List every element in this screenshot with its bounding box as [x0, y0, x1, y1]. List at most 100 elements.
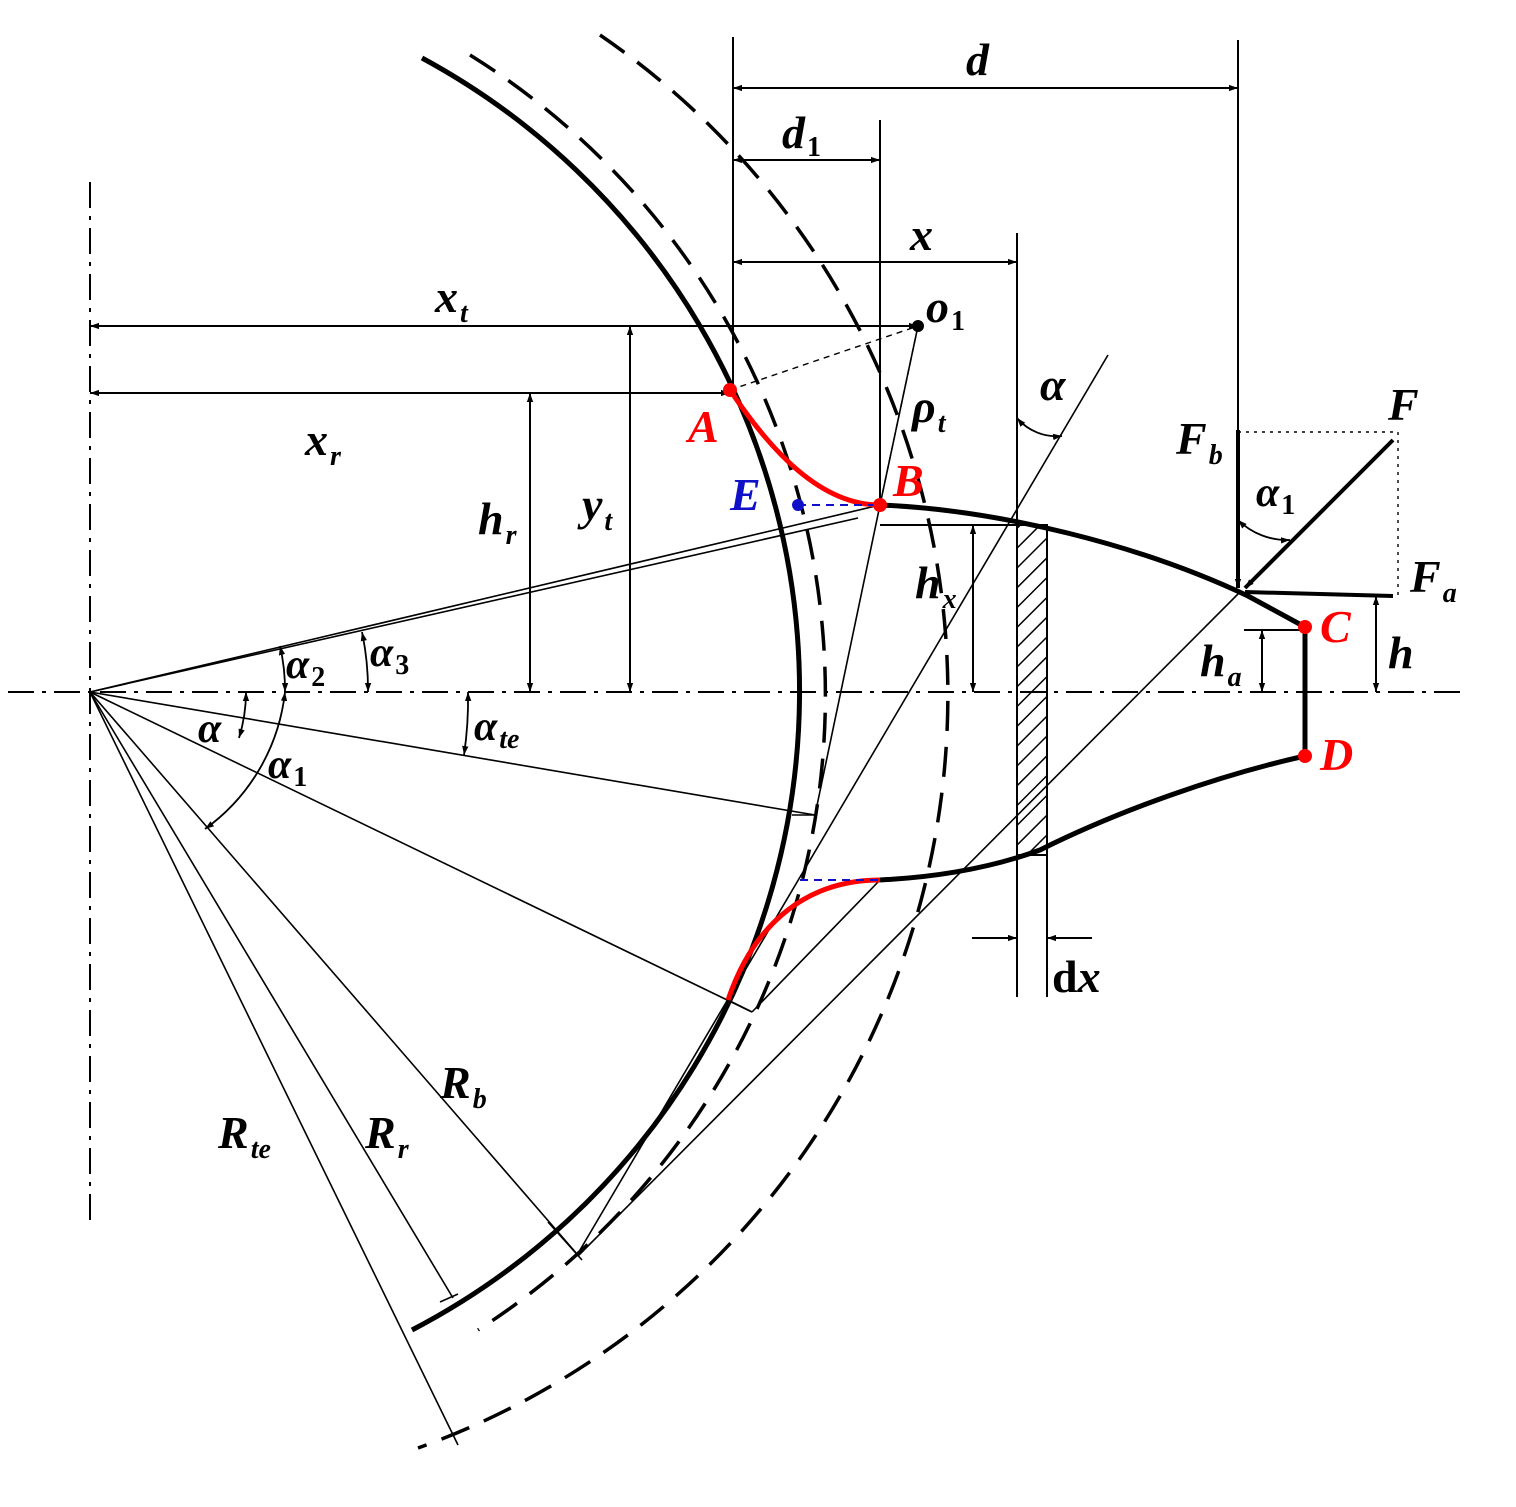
force-F-arrow: [1243, 438, 1395, 590]
label-D: D: [1319, 729, 1353, 780]
force-vectors: [1234, 430, 1395, 598]
force-Fa-line: [1244, 590, 1394, 598]
label-rho-main: ρ: [910, 381, 936, 432]
lower-profile-link: [751, 879, 881, 1013]
label-d1-sub: 1: [807, 132, 821, 163]
label-alpha-te: αte: [474, 704, 519, 755]
force-guides: [1238, 431, 1399, 596]
label-hr: hr: [478, 493, 518, 551]
label-hr-main: h: [478, 493, 504, 544]
arc-alpha1: [204, 691, 288, 830]
radius-to-b-b: [89, 517, 859, 693]
radius-rte: [89, 691, 459, 1446]
point-D: [1298, 749, 1312, 763]
label-alpha3-sub: 3: [395, 650, 409, 681]
label-alpha1: α1: [268, 742, 307, 793]
label-d1-main: d: [782, 107, 806, 158]
label-Rte-main: R: [217, 1107, 249, 1158]
label-Fb: Fb: [1175, 413, 1223, 471]
label-xr-sub: r: [330, 441, 342, 472]
label-C: C: [1320, 601, 1352, 652]
label-alpha1-force: α1: [1256, 470, 1295, 521]
arc-alpha-pressure: [1016, 417, 1063, 441]
a-o1-dashed: [729, 325, 919, 391]
label-Rte-sub: te: [251, 1134, 271, 1165]
pressure-line-alpha: [579, 354, 1109, 1251]
label-yt: yt: [577, 479, 613, 537]
label-alpha2: α2: [286, 642, 325, 693]
label-xr-main: x: [304, 414, 328, 465]
lower-profile-tick: [727, 999, 753, 1013]
point-C: [1298, 620, 1312, 634]
label-F: F: [1387, 379, 1419, 430]
label-ha-main: h: [1200, 635, 1226, 686]
center-lines: [8, 182, 1468, 1225]
label-hx: hx: [915, 557, 957, 615]
point-o1: [912, 320, 924, 332]
label-Fa-main: F: [1409, 551, 1441, 602]
label-E: E: [729, 469, 761, 520]
label-o1-sub: 1: [951, 306, 965, 337]
label-Rr-sub: r: [398, 1134, 410, 1165]
point-A: [723, 383, 737, 397]
o1-b-dashed: [879, 325, 919, 506]
radial-lines: [89, 504, 881, 1446]
label-Fb-sub: b: [1209, 440, 1223, 471]
arc-alpha1-force: [1237, 519, 1291, 544]
base-circle-arc: [469, 53, 828, 1332]
label-ha-sub: a: [1228, 662, 1242, 693]
fillet-lower: [725, 877, 881, 1001]
arc-alpha-te: [462, 691, 472, 756]
tooth-profile: [879, 502, 1308, 883]
label-rho-sub: t: [938, 408, 947, 439]
label-alpha1-main: α: [268, 742, 292, 788]
label-d: d: [966, 34, 990, 85]
label-Fa: Fa: [1409, 551, 1457, 609]
label-alpha1-sub: 1: [293, 762, 307, 793]
label-hx-sub: x: [942, 584, 957, 615]
label-d1: d1: [782, 107, 821, 163]
arc-alpha: [238, 691, 250, 739]
line-alpha-1: [89, 691, 753, 1013]
tick-rb: [547, 1221, 583, 1261]
label-Rr: Rr: [364, 1107, 410, 1165]
angle-arcs: [204, 417, 1291, 830]
fillet-curves: [725, 388, 881, 1001]
radius-to-b-a: [89, 504, 881, 693]
label-alpha1-force-sub: 1: [1281, 490, 1295, 521]
arc-alpha3: [360, 631, 372, 693]
tip-circle-arc: [417, 33, 950, 1450]
root-circle-arc: [410, 55, 803, 1333]
label-xt-main: x: [434, 271, 458, 322]
label-hr-sub: r: [506, 520, 518, 551]
labels: d d1 x xt o1 xr ρt α A B E C D hr yt hx …: [198, 34, 1457, 1165]
label-dx-x: x: [1077, 951, 1101, 1002]
dx-slice-hatch: [1016, 524, 1048, 856]
gear-circles: [410, 33, 950, 1450]
label-Rb: Rb: [439, 1057, 487, 1115]
label-Fb-main: F: [1175, 413, 1207, 464]
label-alpha2-main: α: [286, 642, 310, 688]
label-yt-sub: t: [604, 506, 613, 537]
label-dx-d: d: [1052, 951, 1078, 1002]
b-perpendicular: [814, 504, 881, 816]
label-h: h: [1388, 627, 1414, 678]
label-rho: ρt: [910, 381, 947, 439]
radius-rr: [89, 691, 454, 1299]
label-Rte: Rte: [217, 1107, 271, 1165]
label-alpha-pressure: α: [1040, 359, 1067, 410]
label-Rb-main: R: [439, 1057, 471, 1108]
label-xt-sub: t: [460, 298, 469, 329]
label-alpha3: α3: [370, 630, 409, 681]
label-Rr-main: R: [364, 1107, 396, 1158]
point-B: [873, 498, 887, 512]
dimension-arrows: [90, 84, 1380, 942]
label-hx-main: h: [915, 557, 941, 608]
fillet-upper: [727, 388, 881, 508]
arc-alpha2: [278, 645, 289, 693]
label-o1: o1: [926, 281, 965, 337]
label-alpha1-force-main: α: [1256, 470, 1280, 516]
label-x: x: [909, 209, 933, 260]
point-E: [792, 499, 804, 511]
